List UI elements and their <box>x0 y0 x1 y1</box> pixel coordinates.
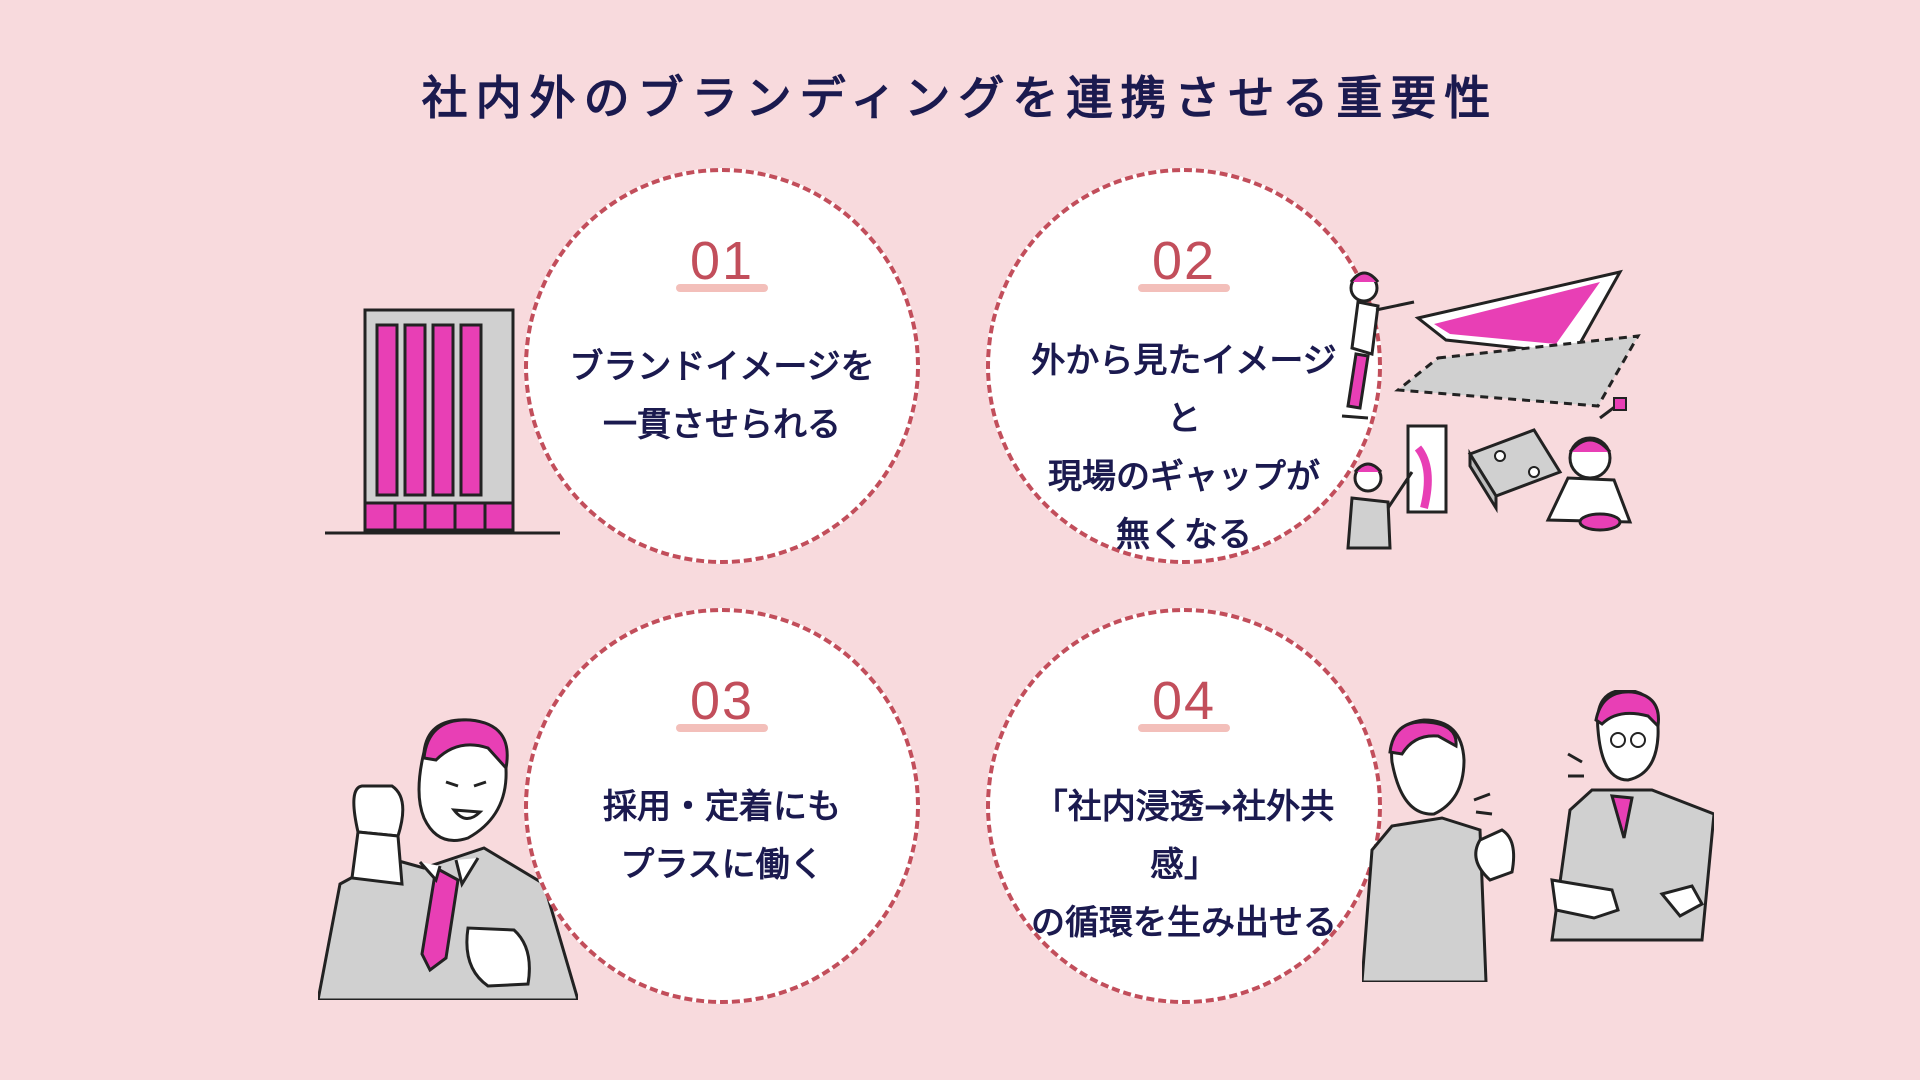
card-02: 02 外から見たイメージと 現場のギャップが 無くなる <box>986 168 1382 564</box>
card-text: 採用・定着にも プラスに働く <box>603 787 841 885</box>
brush-stroke <box>676 724 768 732</box>
office-building-icon <box>325 308 560 535</box>
brush-stroke <box>676 284 768 292</box>
card-number: 01 <box>689 231 755 291</box>
card-04: 04 「社内浸透→社外共感」 の循環を生み出せる <box>986 608 1382 1004</box>
brush-stroke <box>1138 284 1230 292</box>
card-text: 「社内浸透→社外共感」 の循環を生み出せる <box>1031 787 1337 943</box>
page-title: 社内外のブランディングを連携させる重要性 <box>421 71 1499 125</box>
two-businessmen-icon <box>1362 690 1714 982</box>
card-01: 01 ブランドイメージを 一貫させられる <box>524 168 920 564</box>
card-03: 03 採用・定着にも プラスに働く <box>524 608 920 1004</box>
construction-workers-icon <box>1341 269 1641 550</box>
businessman-fist-icon <box>318 718 578 1000</box>
brush-stroke <box>1138 724 1230 732</box>
card-text: 外から見たイメージと 現場のギャップが 無くなる <box>1031 341 1337 555</box>
card-number: 02 <box>1151 231 1217 291</box>
card-text: ブランドイメージを 一貫させられる <box>569 347 875 445</box>
card-number: 04 <box>1151 671 1217 731</box>
card-number: 03 <box>689 671 755 731</box>
